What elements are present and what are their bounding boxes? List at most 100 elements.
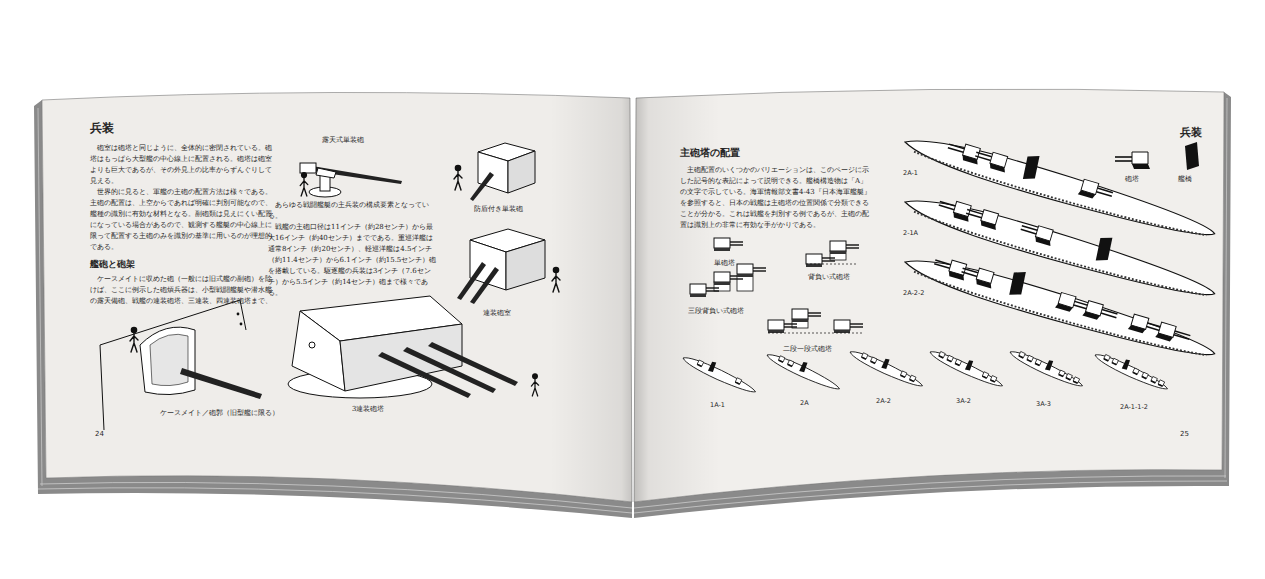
body-paragraph: ケースメイトに収めた砲（一般には旧式艦の副砲）を除けば、ここに例示した砲熕兵器は… xyxy=(90,274,276,307)
small-ship xyxy=(1008,347,1085,390)
ship-2A-1 xyxy=(901,129,1219,247)
text-column: 砲室は砲塔と同じように、全体的に密閉されている。砲塔はもっぱら大型艦の中心線上に… xyxy=(90,143,276,307)
small-ship xyxy=(765,346,844,393)
small-ship xyxy=(697,360,704,367)
ship-2-1A xyxy=(901,178,1222,307)
triple-turret xyxy=(340,324,462,391)
legend-icons xyxy=(1115,152,1150,169)
small-ship xyxy=(778,356,785,363)
turret-arrangements xyxy=(806,254,835,267)
pages xyxy=(42,92,632,502)
small-ship xyxy=(681,349,760,396)
page-heading: 兵装 xyxy=(90,121,114,135)
small-ship xyxy=(909,375,916,382)
turret-arrangements xyxy=(714,238,743,251)
small-ship xyxy=(928,347,1005,390)
small-ship xyxy=(947,355,954,362)
body-paragraph: あらゆる戦闘艦艇の主兵装の構成要素となっている。 xyxy=(268,200,438,222)
ship-2A-1 xyxy=(1021,153,1041,182)
casemate-gun xyxy=(150,334,188,385)
twin-turret xyxy=(457,229,560,304)
ship-2A-2-2 xyxy=(1007,269,1027,298)
small-ship xyxy=(848,343,927,390)
small-ship xyxy=(900,371,907,378)
ship-2A-1 xyxy=(901,118,1222,247)
small-ship xyxy=(1027,355,1034,362)
casemate-gun xyxy=(180,368,262,399)
small-ship xyxy=(938,351,945,358)
open-mount-gun xyxy=(316,168,336,178)
small-ship xyxy=(870,357,877,364)
small-ship xyxy=(1018,351,1025,358)
small-ship xyxy=(965,359,974,371)
legend-label: 砲塔 xyxy=(1125,175,1139,183)
pages xyxy=(550,80,720,520)
body-paragraph: 戦艦の主砲口径は11インチ（約28センチ）から最大16インチ（約40センチ）まで… xyxy=(268,222,438,299)
small-ship xyxy=(1035,359,1042,366)
page-number: 25 xyxy=(1180,430,1189,438)
small-ship xyxy=(848,347,925,390)
open-mount-gun xyxy=(300,163,316,173)
small-ship xyxy=(787,360,794,367)
figure-label: 単砲塔 xyxy=(714,259,735,267)
twin-turret xyxy=(506,240,545,290)
open-mount-gun xyxy=(300,173,308,196)
small-ship xyxy=(1058,370,1065,377)
legend-label: 艦橋 xyxy=(1178,175,1192,183)
turret-arrangements xyxy=(792,309,821,322)
arrangement-code: 1A-1 xyxy=(710,402,725,410)
triple-turret xyxy=(292,311,345,391)
ship-2A-1 xyxy=(1078,179,1114,204)
open-mount-gun xyxy=(300,163,402,197)
shielded-single-gun xyxy=(470,172,494,201)
body-paragraph: 主砲配置のいくつかのバリエーションは、このページに示した記号的な表記によって説明… xyxy=(680,165,872,231)
ship-2A-2-2 xyxy=(1082,300,1118,325)
arrangement-code: 3A-2 xyxy=(956,398,971,406)
ship-2A-1 xyxy=(973,148,1009,173)
body-paragraph: 砲室は砲塔と同じように、全体的に密閉されている。砲塔はもっぱら大型艦の中心線上に… xyxy=(90,143,276,187)
arrangement-code: 2A-1 xyxy=(903,170,918,178)
small-ship xyxy=(1093,346,1172,393)
figure-label: 防盾付き単装砲 xyxy=(474,205,523,213)
ship-2A-2-2 xyxy=(901,238,1222,367)
triple-turret xyxy=(309,342,315,348)
figure-label: 背負い式砲塔 xyxy=(808,273,850,281)
small-ship xyxy=(708,361,717,373)
ship-2-1A xyxy=(964,205,1000,230)
figure-label: 二段一段式砲塔 xyxy=(783,345,832,353)
casemate-gun xyxy=(130,327,138,352)
casemate-gun xyxy=(140,327,195,394)
arrangement-code: 3A-3 xyxy=(1036,401,1051,409)
running-head: 兵装 xyxy=(1180,126,1202,139)
arrangement-code: 2A xyxy=(800,400,809,408)
small-ship xyxy=(799,361,808,373)
turret-arrangements xyxy=(834,320,863,333)
small-ship xyxy=(681,353,758,396)
turret-arrangements xyxy=(737,264,766,277)
text-column: 主砲塔の配置主砲配置のいくつかのバリエーションは、このページに示した記号的な表記… xyxy=(680,146,872,231)
small-ship xyxy=(1065,373,1072,380)
figure-label: ケースメイト／砲郭（旧型艦に限る） xyxy=(160,409,279,417)
text-column: あらゆる戦闘艦艇の主兵装の構成要素となっている。戦艦の主砲口径は11インチ（約2… xyxy=(268,200,438,299)
turret-arrangements xyxy=(768,333,862,334)
small-ship xyxy=(982,372,989,379)
small-ship xyxy=(990,376,997,383)
pages xyxy=(634,89,1224,502)
page-number: 24 xyxy=(95,430,104,438)
small-ship xyxy=(1093,350,1170,393)
small-ship xyxy=(1103,354,1110,361)
small-ship xyxy=(1150,376,1157,383)
triple-turret xyxy=(531,374,538,396)
small-ship xyxy=(861,353,868,360)
twin-turret xyxy=(552,267,560,292)
small-ship xyxy=(735,378,742,385)
casemate-gun xyxy=(240,323,243,326)
small-ship xyxy=(1112,358,1119,365)
triple-turret xyxy=(288,296,539,398)
small-ship xyxy=(1158,380,1165,387)
arrangement-code: 2A-2 xyxy=(876,398,891,406)
arrangement-code: 2-1A xyxy=(903,230,918,238)
turret-arrangements xyxy=(690,284,719,297)
